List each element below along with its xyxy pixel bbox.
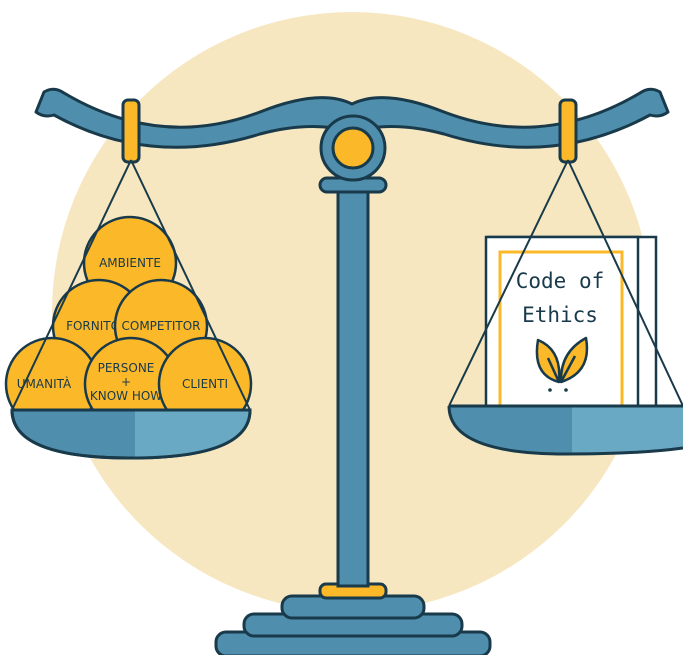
coin-label-umanita: UMANITÀ bbox=[17, 376, 72, 391]
coin-stack: AMBIENTE FORNITORI COMPETITOR UMANITÀ PE… bbox=[4, 215, 253, 412]
right-pan bbox=[447, 404, 683, 456]
left-hanger bbox=[121, 98, 141, 164]
coin-label-competitor: COMPETITOR bbox=[122, 319, 201, 333]
pan-strings bbox=[11, 159, 683, 411]
center-knob bbox=[319, 114, 387, 182]
scale-pole bbox=[318, 176, 388, 588]
code-of-ethics-book: Code of Ethics bbox=[484, 235, 658, 409]
coin-label-ambiente: AMBIENTE bbox=[99, 256, 161, 270]
left-pan bbox=[10, 408, 252, 460]
leaf-icon bbox=[535, 336, 589, 384]
coin-label-persone-line-3: KNOW HOW bbox=[90, 389, 162, 403]
coin-label-persone-line-2: + bbox=[121, 375, 131, 389]
book-title-line-2: Ethics bbox=[522, 303, 598, 327]
coin-persone-know-how: PERSONE + KNOW HOW bbox=[83, 336, 179, 412]
coin-label-persone-line-1: PERSONE bbox=[98, 361, 155, 375]
book-title-line-1: Code of bbox=[516, 269, 605, 293]
coin-clienti: CLIENTI bbox=[157, 336, 253, 412]
right-hanger bbox=[558, 98, 578, 164]
coin-label-clienti: CLIENTI bbox=[182, 377, 228, 391]
